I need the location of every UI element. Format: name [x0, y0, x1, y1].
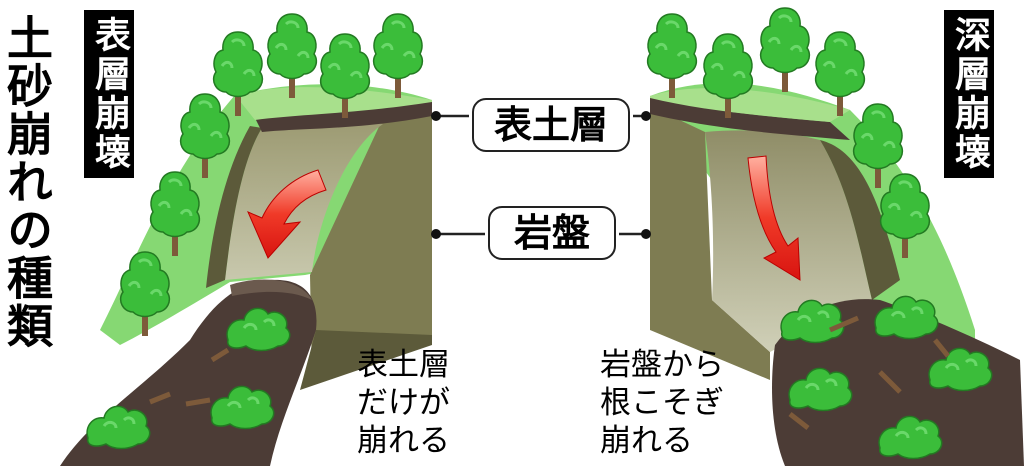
left-slope — [60, 84, 432, 466]
topsoil-label: 表土層 — [472, 98, 630, 152]
deep-landslide-tag: 深層崩壊 — [944, 10, 994, 178]
caption-line: 根こそぎ — [600, 385, 724, 421]
caption-line: 崩れる — [600, 423, 693, 459]
caption-line: 表土層 — [357, 347, 450, 383]
deep-landslide-caption: 岩盤から 根こそぎ 崩れる — [600, 346, 724, 460]
shallow-landslide-tag: 表層崩壊 — [84, 10, 134, 178]
right-slope — [650, 83, 1024, 466]
bedrock-label: 岩盤 — [488, 206, 616, 260]
caption-line: だけが — [357, 385, 450, 421]
caption-line: 岩盤から — [600, 347, 724, 383]
left-trees — [85, 12, 424, 450]
caption-line: 崩れる — [357, 423, 450, 459]
right-trees — [646, 6, 994, 460]
shallow-landslide-caption: 表土層 だけが 崩れる — [357, 346, 450, 460]
diagram-title: 土砂崩れの種類 — [0, 14, 54, 350]
